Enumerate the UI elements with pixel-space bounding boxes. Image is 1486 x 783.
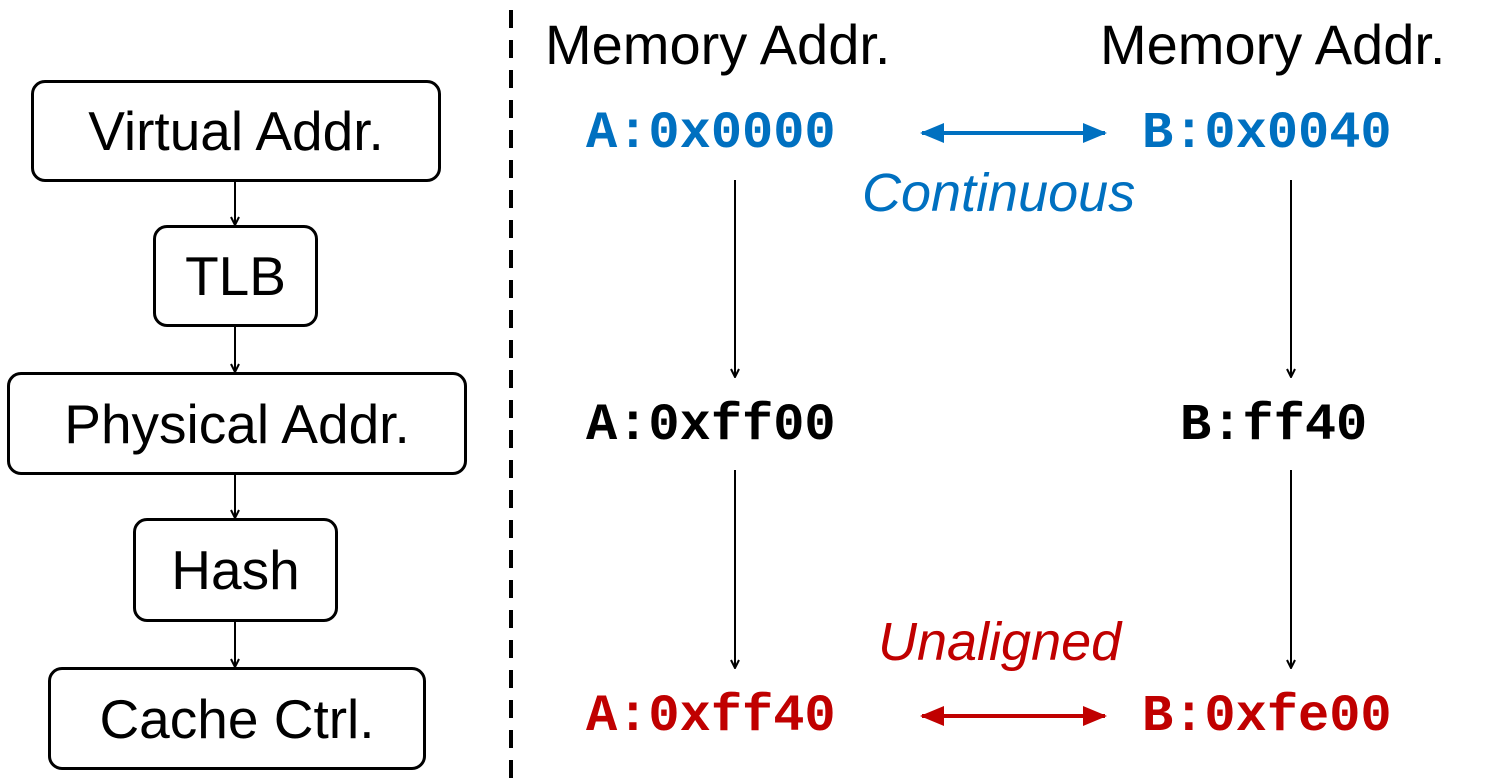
physical-addr-a: A:0xff00 bbox=[586, 396, 836, 455]
physical-addr-b: B:ff40 bbox=[1180, 396, 1368, 455]
virtual-addr-box: Virtual Addr. bbox=[31, 80, 441, 182]
virtual-addr-a: A:0x0000 bbox=[586, 104, 836, 163]
tlb-box: TLB bbox=[153, 225, 318, 327]
hash-box: Hash bbox=[133, 518, 338, 622]
physical-addr-box: Physical Addr. bbox=[7, 372, 467, 475]
continuous-label: Continuous bbox=[862, 163, 1136, 223]
column-header-a: Memory Addr. bbox=[545, 13, 891, 76]
cache-addr-b: B:0xfe00 bbox=[1142, 687, 1392, 746]
virtual-addr-b: B:0x0040 bbox=[1142, 104, 1392, 163]
cache-ctrl-box: Cache Ctrl. bbox=[48, 667, 426, 770]
column-header-b: Memory Addr. bbox=[1100, 13, 1446, 76]
unaligned-label: Unaligned bbox=[878, 612, 1122, 672]
cache-addr-a: A:0xff40 bbox=[586, 687, 836, 746]
